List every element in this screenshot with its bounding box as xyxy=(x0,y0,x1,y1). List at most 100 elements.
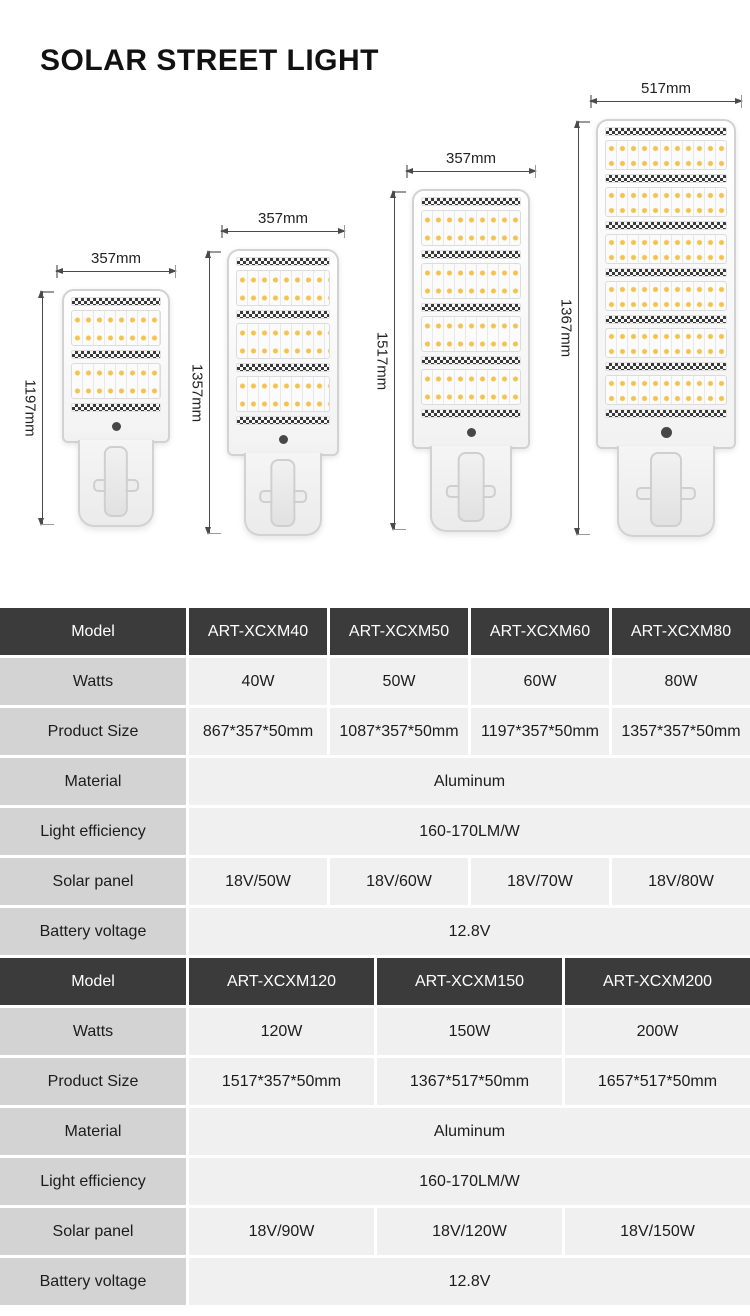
table-row-efficiency: Light efficiency 160-170LM/W xyxy=(0,1158,750,1205)
spec-value: 1367*517*50mm xyxy=(377,1058,562,1105)
spec-section: Model ART-XCXM40 ART-XCXM50 ART-XCXM60 A… xyxy=(0,605,750,1308)
reflector-strip xyxy=(605,127,727,136)
reflector-strip xyxy=(605,221,727,230)
led-module xyxy=(71,363,161,399)
page-title: SOLAR STREET LIGHT xyxy=(40,44,379,77)
reflector-strip xyxy=(71,297,161,306)
dimension-line xyxy=(220,227,346,234)
led-module xyxy=(421,210,521,246)
dimension-label: 357mm xyxy=(257,210,309,227)
spec-value: Aluminum xyxy=(189,1108,750,1155)
spec-value: Aluminum xyxy=(189,758,750,805)
table-row-solar-panel: Solar panel 18V/90W 18V/120W 18V/150W xyxy=(0,1208,750,1255)
row-label: Battery voltage xyxy=(0,908,186,955)
spec-value: 18V/70W xyxy=(471,858,609,905)
row-label: Light efficiency xyxy=(0,808,186,855)
model-name: ART-XCXM150 xyxy=(377,958,562,1005)
reflector-strip xyxy=(236,416,330,425)
reflector-strip xyxy=(605,268,727,277)
street-light-image-4 xyxy=(596,119,736,537)
spec-value: 200W xyxy=(565,1008,750,1055)
dimension-line xyxy=(574,120,581,536)
mounting-arm xyxy=(103,446,129,518)
street-light-image-2 xyxy=(227,249,339,536)
spec-value: 18V/60W xyxy=(330,858,468,905)
lamp-bracket-area xyxy=(243,453,323,536)
table-row-model: Model ART-XCXM40 ART-XCXM50 ART-XCXM60 A… xyxy=(0,608,750,655)
spec-value: 18V/150W xyxy=(565,1208,750,1255)
product-figure: SOLAR STREET LIGHT 357mm 1197mm 357mm 13… xyxy=(0,0,750,605)
street-light-image-1 xyxy=(62,289,170,527)
table-row-efficiency: Light efficiency 160-170LM/W xyxy=(0,808,750,855)
lamp-bracket-area xyxy=(78,440,154,527)
model-name: ART-XCXM200 xyxy=(565,958,750,1005)
lamp-bracket-area xyxy=(429,446,513,532)
spec-table-primary: Model ART-XCXM40 ART-XCXM50 ART-XCXM60 A… xyxy=(0,605,750,958)
reflector-strip xyxy=(236,363,330,372)
spec-value: 18V/80W xyxy=(612,858,750,905)
table-row-model: Model ART-XCXM120 ART-XCXM150 ART-XCXM20… xyxy=(0,958,750,1005)
spec-value: 160-170LM/W xyxy=(189,1158,750,1205)
dimension-label: 1517mm xyxy=(373,331,391,390)
model-name: ART-XCXM80 xyxy=(612,608,750,655)
led-module xyxy=(421,263,521,299)
row-label: Material xyxy=(0,758,186,805)
dimension-label: 517mm xyxy=(640,80,692,97)
spec-value: 1087*357*50mm xyxy=(330,708,468,755)
reflector-strip xyxy=(421,409,521,418)
mounting-arm xyxy=(457,452,485,523)
dimension-line xyxy=(390,190,397,531)
spec-value: 12.8V xyxy=(189,908,750,955)
led-module xyxy=(605,187,727,217)
spec-value: 1657*517*50mm xyxy=(565,1058,750,1105)
reflector-strip xyxy=(71,403,161,412)
led-module xyxy=(236,376,330,412)
lamp-bracket-area xyxy=(617,446,715,537)
dimension-line xyxy=(38,290,45,526)
spec-value: 1517*357*50mm xyxy=(189,1058,374,1105)
row-label: Watts xyxy=(0,1008,186,1055)
spec-value: 60W xyxy=(471,658,609,705)
table-row-material: Material Aluminum xyxy=(0,758,750,805)
led-module xyxy=(71,310,161,346)
spec-value: 40W xyxy=(189,658,327,705)
led-module xyxy=(605,234,727,264)
spec-value: 80W xyxy=(612,658,750,705)
spec-value: 12.8V xyxy=(189,1258,750,1305)
row-label: Model xyxy=(0,958,186,1005)
light-sensor xyxy=(605,422,727,442)
spec-value: 18V/120W xyxy=(377,1208,562,1255)
lamp-head xyxy=(596,119,736,449)
spec-value: 867*357*50mm xyxy=(189,708,327,755)
spec-table-secondary: Model ART-XCXM120 ART-XCXM150 ART-XCXM20… xyxy=(0,955,750,1308)
reflector-strip xyxy=(421,250,521,259)
led-module xyxy=(605,140,727,170)
table-row-battery: Battery voltage 12.8V xyxy=(0,1258,750,1305)
reflector-strip xyxy=(421,303,521,312)
table-row-size: Product Size 867*357*50mm 1087*357*50mm … xyxy=(0,708,750,755)
spec-value: 1197*357*50mm xyxy=(471,708,609,755)
light-sensor xyxy=(236,429,330,449)
dimension-line xyxy=(405,167,537,174)
reflector-strip xyxy=(605,174,727,183)
row-label: Watts xyxy=(0,658,186,705)
sensor-dot xyxy=(278,434,288,444)
reflector-strip xyxy=(421,197,521,206)
dimension-line xyxy=(55,267,177,274)
dimension-label: 357mm xyxy=(445,150,497,167)
led-module xyxy=(236,270,330,306)
reflector-strip xyxy=(605,315,727,324)
dimension-label: 357mm xyxy=(90,250,142,267)
reflector-strip xyxy=(605,409,727,418)
spec-value: 150W xyxy=(377,1008,562,1055)
table-row-solar-panel: Solar panel 18V/50W 18V/60W 18V/70W 18V/… xyxy=(0,858,750,905)
dimension-label: 1197mm xyxy=(21,379,39,437)
spec-value: 18V/90W xyxy=(189,1208,374,1255)
row-label: Model xyxy=(0,608,186,655)
reflector-strip xyxy=(236,310,330,319)
reflector-strip xyxy=(71,350,161,359)
mounting-arm xyxy=(270,459,296,527)
spec-value: 160-170LM/W xyxy=(189,808,750,855)
row-label: Product Size xyxy=(0,708,186,755)
spec-value: 120W xyxy=(189,1008,374,1055)
